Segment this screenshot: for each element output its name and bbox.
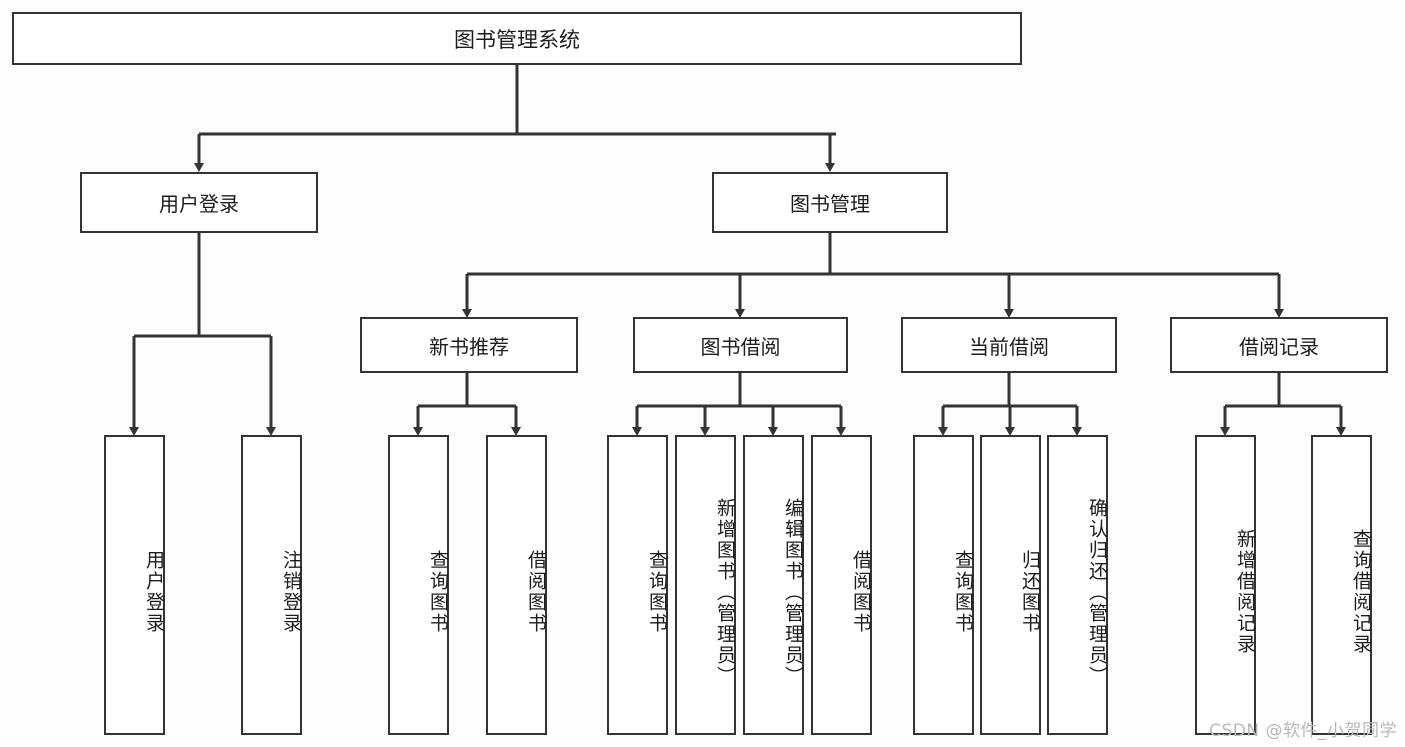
leaf-label: 查询图书 bbox=[952, 550, 974, 634]
node-current-borrow[interactable]: 当前借阅 bbox=[901, 317, 1117, 373]
leaf-current-borrow-confirm-return[interactable]: 确认归还（管理员） bbox=[1047, 435, 1108, 735]
node-book-borrow-label: 图书借阅 bbox=[700, 334, 781, 359]
leaf-label: 用户登录 bbox=[143, 550, 165, 634]
node-book-management-label: 图书管理 bbox=[790, 192, 870, 216]
leaf-book-borrow-query[interactable]: 查询图书 bbox=[607, 435, 668, 735]
watermark: CSDN @软件_小贺同学 bbox=[1209, 721, 1397, 741]
leaf-label: 新增借阅记录 bbox=[1234, 529, 1256, 655]
node-root[interactable]: 图书管理系统 bbox=[12, 12, 1022, 65]
leaf-label: 借阅图书 bbox=[525, 550, 547, 634]
leaf-label: 查询借阅记录 bbox=[1350, 529, 1372, 655]
leaf-label: 查询图书 bbox=[427, 550, 449, 634]
leaf-current-borrow-return[interactable]: 归还图书 bbox=[980, 435, 1041, 735]
leaf-new-book-query[interactable]: 查询图书 bbox=[388, 435, 449, 735]
leaf-label: 借阅图书 bbox=[850, 550, 872, 634]
leaf-label: 编辑图书（管理员） bbox=[782, 497, 804, 687]
node-user-login[interactable]: 用户登录 bbox=[80, 172, 318, 233]
node-borrow-record-label: 借阅记录 bbox=[1239, 334, 1319, 359]
leaf-label: 新增图书（管理员） bbox=[714, 497, 736, 687]
leaf-book-borrow-add[interactable]: 新增图书（管理员） bbox=[675, 435, 736, 735]
leaf-book-borrow-edit[interactable]: 编辑图书（管理员） bbox=[743, 435, 804, 735]
leaf-label: 查询图书 bbox=[646, 550, 668, 634]
leaf-label: 归还图书 bbox=[1019, 550, 1041, 634]
leaf-new-book-borrow[interactable]: 借阅图书 bbox=[486, 435, 547, 735]
node-current-borrow-label: 当前借阅 bbox=[969, 334, 1049, 359]
leaf-user-login-signin[interactable]: 用户登录 bbox=[104, 435, 165, 735]
node-book-borrow[interactable]: 图书借阅 bbox=[633, 317, 848, 373]
leaf-label: 确认归还（管理员） bbox=[1086, 497, 1108, 687]
node-book-management[interactable]: 图书管理 bbox=[712, 172, 948, 233]
node-user-login-label: 用户登录 bbox=[159, 192, 239, 216]
leaf-current-borrow-query[interactable]: 查询图书 bbox=[913, 435, 974, 735]
leaf-label: 注销登录 bbox=[280, 550, 302, 634]
node-borrow-record[interactable]: 借阅记录 bbox=[1170, 317, 1388, 373]
node-root-label: 图书管理系统 bbox=[454, 27, 580, 52]
leaf-borrow-record-add[interactable]: 新增借阅记录 bbox=[1195, 435, 1256, 735]
node-new-book-recommend-label: 新书推荐 bbox=[429, 334, 509, 359]
leaf-user-login-signout[interactable]: 注销登录 bbox=[241, 435, 302, 735]
leaf-borrow-record-query[interactable]: 查询借阅记录 bbox=[1311, 435, 1372, 735]
leaf-book-borrow-borrow[interactable]: 借阅图书 bbox=[811, 435, 872, 735]
node-new-book-recommend[interactable]: 新书推荐 bbox=[360, 317, 578, 373]
